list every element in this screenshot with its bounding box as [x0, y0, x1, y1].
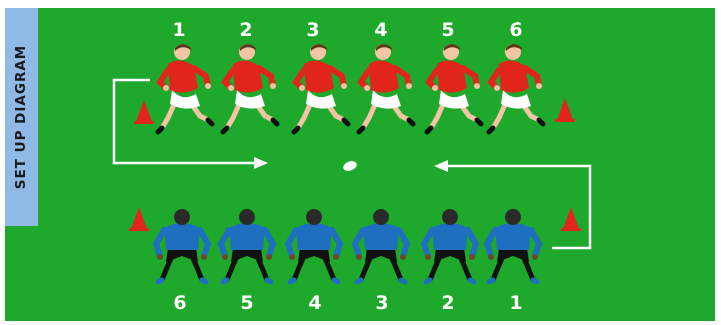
- defender-number: 2: [441, 292, 454, 314]
- defender-number: 5: [240, 292, 253, 314]
- field-surface: [5, 8, 715, 321]
- side-label: SET UP DIAGRAM: [14, 45, 30, 189]
- attacker-number: 6: [509, 19, 522, 41]
- defender-number: 4: [308, 292, 321, 314]
- side-label-tab: SET UP DIAGRAM: [5, 8, 38, 226]
- attacker-number: 1: [172, 19, 185, 41]
- defender-number: 3: [375, 292, 388, 314]
- defender-number: 6: [173, 292, 186, 314]
- defender-number: 1: [509, 292, 522, 314]
- attacker-number: 4: [374, 19, 387, 41]
- attacker-number: 3: [306, 19, 319, 41]
- attacker-number: 2: [239, 19, 252, 41]
- attacker-number: 5: [441, 19, 454, 41]
